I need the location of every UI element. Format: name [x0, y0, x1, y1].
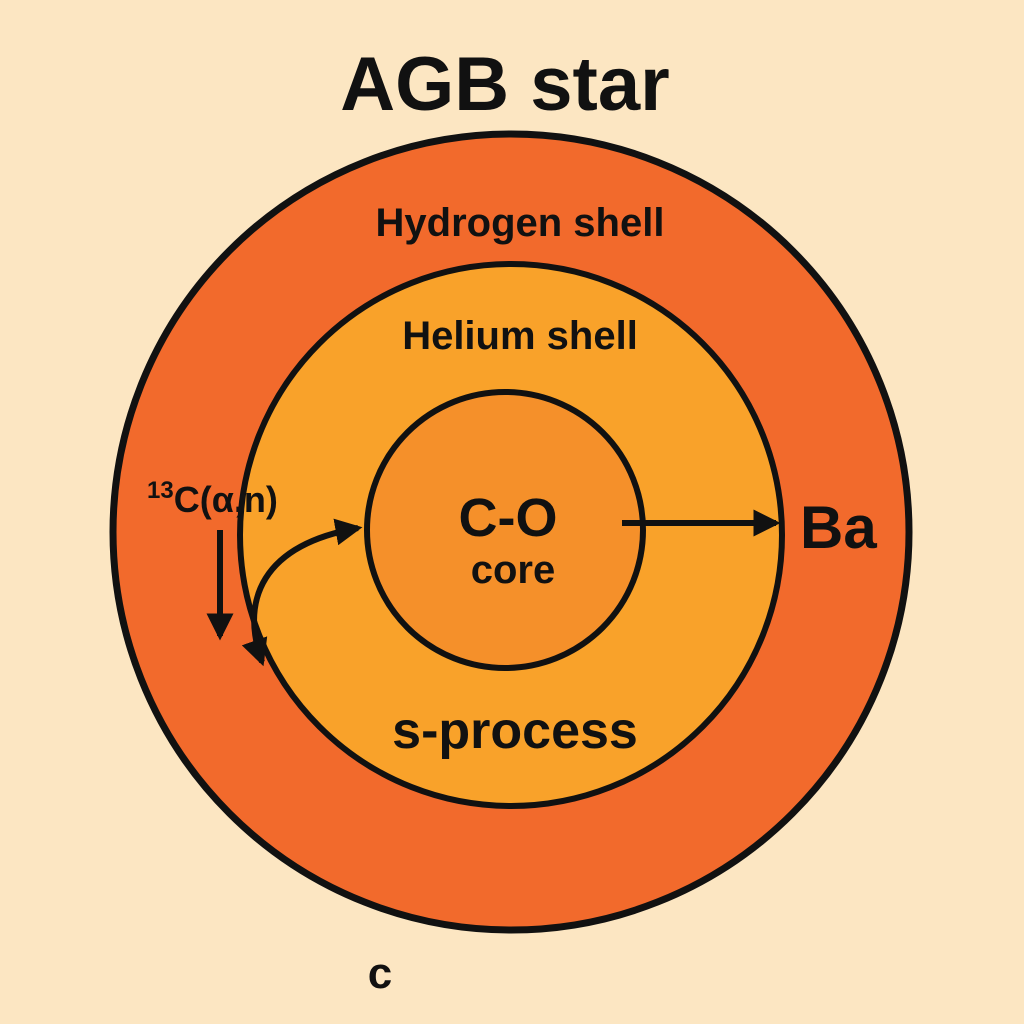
reaction-superscript: 13 [147, 477, 174, 504]
helium-shell-label: Helium shell [402, 314, 638, 358]
core-label-line2: core [471, 548, 556, 592]
co-core-circle [364, 389, 646, 671]
reaction-label: 13C(α,n) [147, 477, 278, 520]
reaction-text: C(α,n) [174, 479, 278, 520]
neutron-cycle-curved-arrow [241, 518, 363, 667]
stray-glyph: c [368, 949, 392, 998]
barium-label: Ba [800, 494, 877, 561]
s-process-label: s-process [392, 702, 638, 760]
diagram-title: AGB star [340, 42, 669, 127]
core-label-line1: C-O [459, 488, 558, 548]
hydrogen-shell-label: Hydrogen shell [376, 201, 665, 245]
